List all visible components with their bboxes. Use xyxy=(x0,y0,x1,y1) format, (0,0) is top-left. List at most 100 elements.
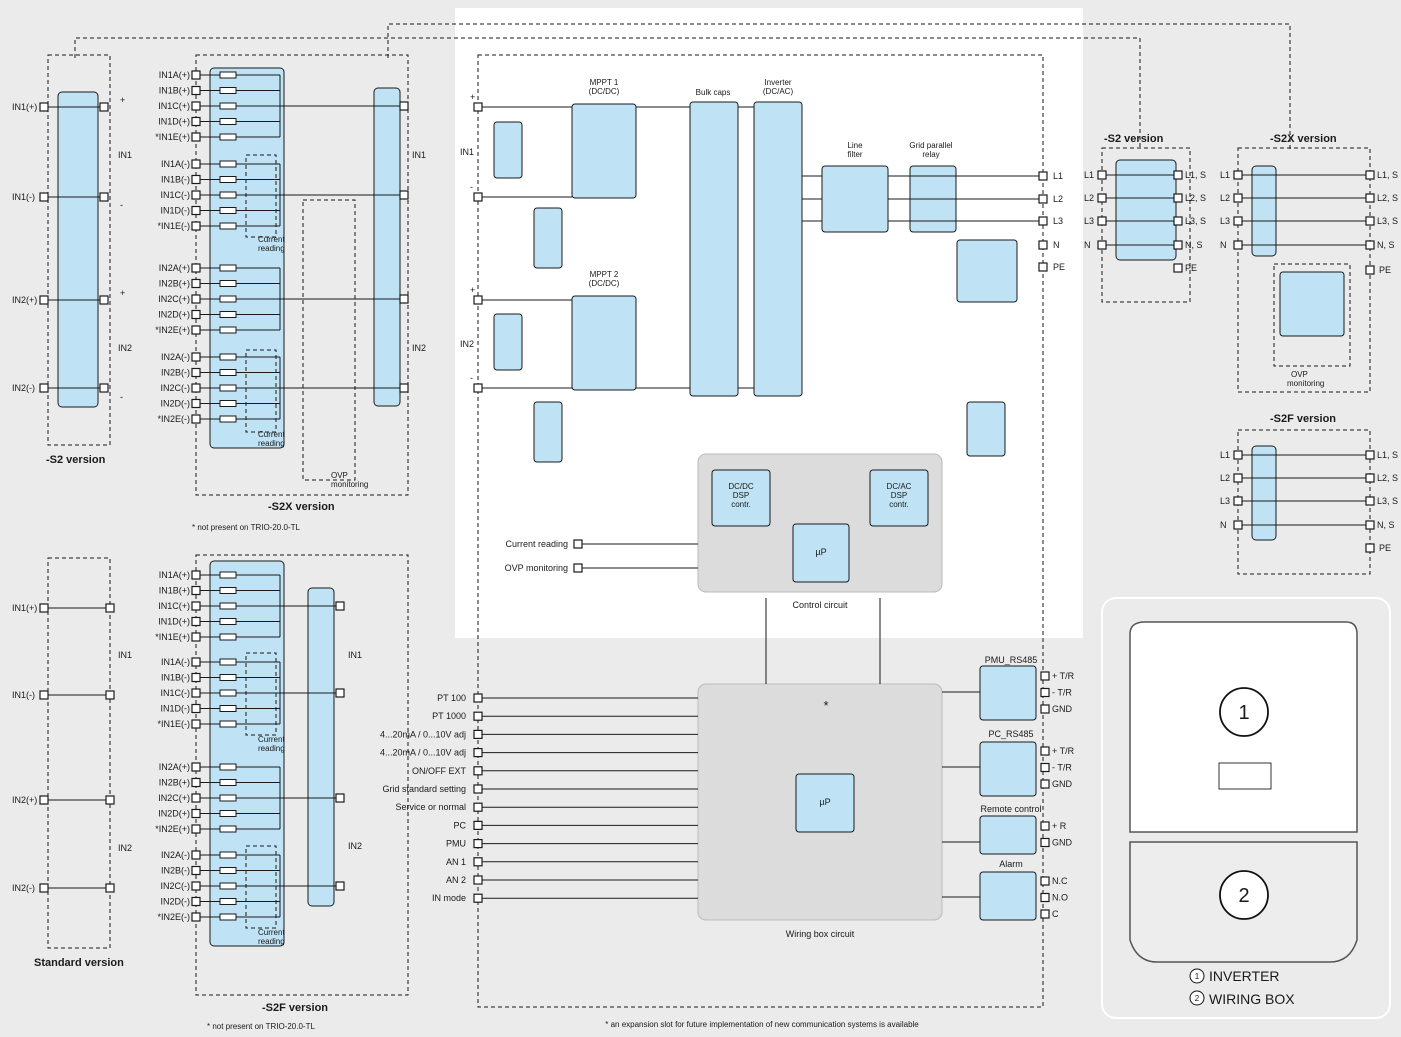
terminal xyxy=(1038,216,1048,226)
s2x-string-label: IN1A(-) xyxy=(161,159,190,169)
terminal xyxy=(1038,171,1048,181)
terminal xyxy=(191,205,201,216)
terminal xyxy=(1038,262,1048,272)
s2f-right-out-label: L3, S xyxy=(1377,496,1398,506)
s2f-right-in-label: N xyxy=(1220,520,1227,530)
terminal xyxy=(473,711,483,721)
terminal xyxy=(191,777,201,788)
grid-relay-title: relay xyxy=(922,150,939,159)
marker-2 xyxy=(1219,870,1269,920)
terminal xyxy=(39,883,49,893)
standard-input-label: IN2(-) xyxy=(12,883,35,893)
s2x-string-label: IN2D(-) xyxy=(161,399,191,409)
fuse xyxy=(219,867,237,874)
fuse xyxy=(219,87,237,94)
s2-right-out-label: L2, S xyxy=(1185,193,1206,203)
s2x-right-in-label: L2 xyxy=(1220,193,1230,203)
terminal xyxy=(1365,543,1375,553)
terminal xyxy=(335,601,345,611)
s2x-string-label: *IN2E(+) xyxy=(155,325,190,335)
fuse xyxy=(219,222,237,230)
inverter-block xyxy=(753,101,803,397)
wiring-input-label: AN 1 xyxy=(446,857,466,867)
fuse xyxy=(219,160,237,168)
s2f-right-in-label: L3 xyxy=(1220,496,1230,506)
fuse xyxy=(219,353,237,361)
in1-varistor xyxy=(533,207,563,269)
s2-right-switch xyxy=(1115,159,1177,261)
s2-left-lines xyxy=(40,106,107,389)
dcdc-dsp-label: DSP xyxy=(733,491,749,500)
dcac-dsp-block xyxy=(869,469,929,527)
s2x-string-label: IN1C(-) xyxy=(161,190,191,200)
s2f-right-out-label: N, S xyxy=(1377,520,1395,530)
terminal xyxy=(1233,496,1243,506)
terminal xyxy=(1097,216,1107,226)
terminal xyxy=(105,883,115,893)
terminal xyxy=(473,747,483,758)
s2f-left-label: -S2F version xyxy=(262,1002,328,1014)
current-reading-label: reading xyxy=(258,937,285,946)
s2f-left-frame xyxy=(195,554,409,996)
s2f-string-label: *IN1E(-) xyxy=(157,719,190,729)
s2f-string-label: IN2C(+) xyxy=(158,793,190,803)
main-in1-label: IN1 xyxy=(460,147,474,157)
s2-right-label: -S2 version xyxy=(1104,133,1164,145)
s2f-string-label: IN1A(-) xyxy=(161,657,190,667)
s2x-right-out-label: N, S xyxy=(1377,240,1395,250)
s2x-string-label: *IN1E(+) xyxy=(155,132,190,142)
s2-input-label: IN2(-) xyxy=(12,383,35,393)
polarity-label: + xyxy=(470,285,475,295)
terminal xyxy=(99,102,109,112)
main-in2-label: IN2 xyxy=(460,339,474,349)
fuse xyxy=(219,763,237,771)
s2-left-frame xyxy=(47,54,111,446)
pmu-pin-label: + T/R xyxy=(1052,671,1075,681)
terminal xyxy=(399,383,409,393)
fuse xyxy=(219,102,237,110)
terminal xyxy=(191,383,201,393)
s2x-right-ovp-label: OVP xyxy=(1291,370,1308,379)
terminal xyxy=(1038,240,1048,250)
varistor-pe-block xyxy=(966,401,1006,457)
fuse xyxy=(219,295,237,303)
fuse xyxy=(219,674,237,681)
wiring-input-label: PT 100 xyxy=(437,693,466,703)
terminal xyxy=(399,294,409,304)
s2f-right-out-label: L1, S xyxy=(1377,450,1398,460)
line-filter-title: Line xyxy=(847,141,863,150)
terminal xyxy=(1365,473,1375,483)
terminal xyxy=(1173,240,1183,250)
terminal xyxy=(191,632,201,642)
terminal xyxy=(473,383,483,393)
s2-right-pe-label: PE xyxy=(1185,263,1197,273)
mppt1-title: MPPT 1 xyxy=(590,78,619,87)
ovp-label: OVP xyxy=(331,471,348,480)
terminal xyxy=(191,398,201,409)
alarm-title: Alarm xyxy=(999,859,1023,869)
s2x-left-label: -S2X version xyxy=(268,501,335,513)
fuse xyxy=(219,851,237,859)
terminal xyxy=(1040,704,1050,714)
s2x-right-out-label: L1, S xyxy=(1377,170,1398,180)
terminal xyxy=(1365,265,1375,275)
wiring-up-block xyxy=(795,773,855,833)
terminal xyxy=(1233,450,1243,460)
in1-fuse xyxy=(493,121,523,179)
terminal xyxy=(1365,193,1375,203)
terminal xyxy=(191,352,201,362)
inverter-title: (DC/AC) xyxy=(763,87,794,96)
terminal xyxy=(1097,170,1107,180)
alarm-pin-label: C xyxy=(1052,909,1059,919)
varistor-block xyxy=(956,239,1018,303)
polarity-label: - xyxy=(470,182,473,192)
standard-frame xyxy=(47,557,111,949)
s2x-string-label: IN2A(-) xyxy=(161,352,190,362)
s2x-right-label: -S2X version xyxy=(1270,133,1337,145)
remote-title: Remote control xyxy=(980,804,1041,814)
terminal xyxy=(191,762,201,772)
terminal xyxy=(1097,240,1107,250)
s2-right-in-label: L1 xyxy=(1084,170,1094,180)
s2x-switch-block xyxy=(373,87,401,407)
terminal xyxy=(473,838,483,849)
